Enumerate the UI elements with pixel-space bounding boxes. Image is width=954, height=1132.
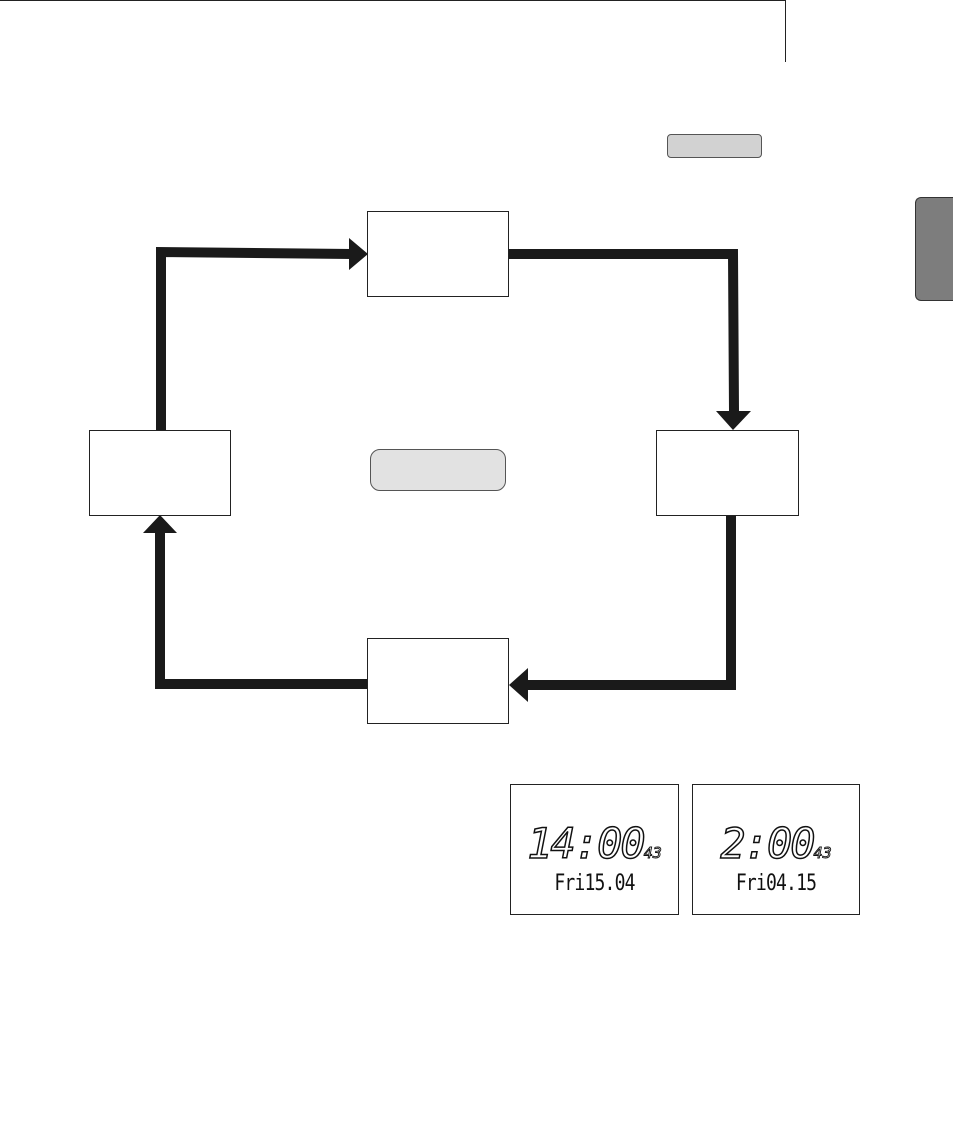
state-box-top xyxy=(367,211,509,297)
arrow-right-to-bottom xyxy=(528,516,736,690)
arrowhead-into-top xyxy=(349,238,368,270)
lcd-time-main: 2:00 xyxy=(720,819,817,868)
lcd-date-12h: Fri04.15 xyxy=(735,871,817,896)
arrow-top-to-right xyxy=(509,249,739,413)
arrowhead-into-right xyxy=(716,411,751,430)
center-button-pill xyxy=(370,449,506,491)
header-pill xyxy=(667,134,762,158)
lcd-display-12h: 2:0043 Fri04.15 xyxy=(692,784,860,915)
lcd-time-12h: 2:0043 xyxy=(693,822,859,866)
state-box-right xyxy=(656,430,799,516)
lcd-time-24h: 14:0043 xyxy=(511,822,678,866)
lcd-seconds: 43 xyxy=(643,844,662,862)
lcd-time-main: 14:00 xyxy=(526,819,646,868)
arrowhead-into-bottom xyxy=(509,668,528,702)
top-crop-mark xyxy=(785,0,786,62)
side-tab xyxy=(915,197,953,301)
arrowhead-into-left xyxy=(143,515,177,533)
arrow-left-to-top xyxy=(156,246,353,430)
arrow-bottom-to-left xyxy=(155,533,367,689)
lcd-date-24h: Fri15.04 xyxy=(554,871,635,896)
lcd-seconds: 43 xyxy=(813,844,832,862)
state-box-left xyxy=(89,430,231,516)
lcd-display-24h: 14:0043 Fri15.04 xyxy=(510,784,679,915)
top-rule xyxy=(0,0,785,1)
state-box-bottom xyxy=(367,638,509,724)
